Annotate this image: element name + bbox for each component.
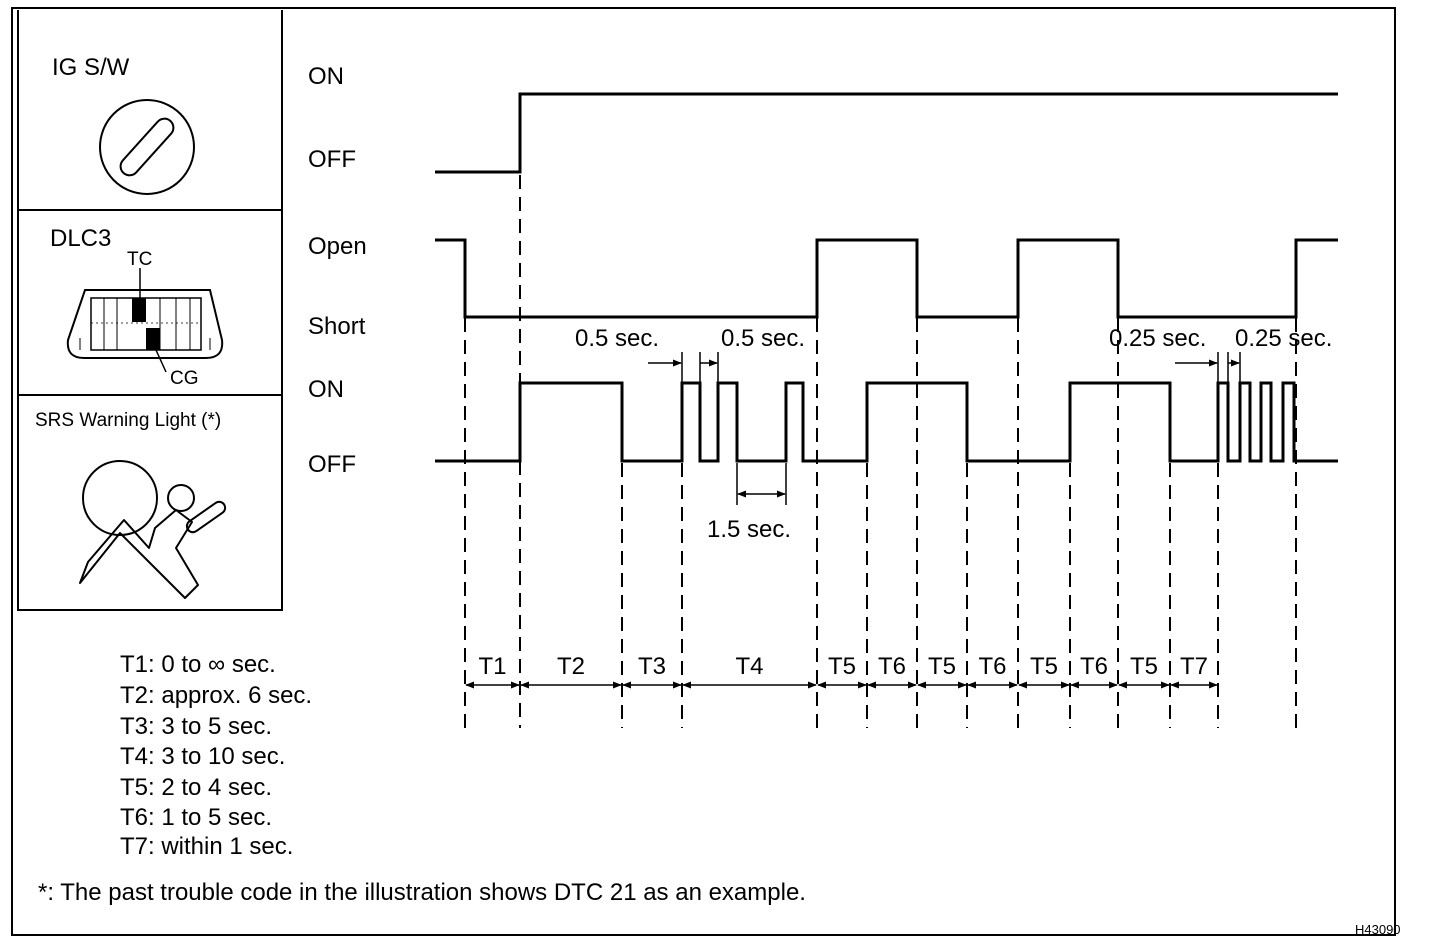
interval-label: T4 [735, 653, 763, 680]
icon-column [17, 10, 283, 611]
one-and-half-second-label: 1.5 sec. [707, 516, 791, 543]
interval-label: T2 [557, 653, 585, 680]
srs-warning-light-panel: SRS Warning Light (*) [35, 410, 227, 599]
ig-switch-panel: IG S/W [52, 54, 195, 195]
pulse-annotations: 0.5 sec. 0.5 sec. 1.5 sec. 0.25 sec. 0.2… [575, 325, 1332, 543]
legend-line-t5: T5: 2 to 4 sec. [120, 774, 272, 801]
ig-on-label: ON [308, 63, 344, 90]
outer-frame [11, 7, 1396, 936]
figure-id: H43090 [1355, 922, 1401, 937]
ig-switch-waveform [435, 92, 1338, 174]
interval-label: T7 [1180, 653, 1208, 680]
srs-on-label: ON [308, 376, 344, 403]
interval-label: T3 [638, 653, 666, 680]
interval-label: T5 [928, 653, 956, 680]
half-second-left-label: 0.5 sec. [575, 325, 659, 352]
dlc3-panel: DLC3 TC CG [50, 225, 224, 389]
tc-open-label: Open [308, 233, 367, 260]
interval-row: T1 T2 T3 T4 T5 T6 T5 T6 T5 T6 T5 T7 [465, 653, 1218, 689]
interval-legend: T1: 0 to ∞ sec. T2: approx. 6 sec. T3: 3… [120, 651, 312, 860]
legend-line-t7: T7: within 1 sec. [120, 833, 293, 860]
timing-guides [464, 175, 1297, 728]
interval-label: T6 [978, 653, 1006, 680]
legend-line-t2: T2: approx. 6 sec. [120, 682, 312, 709]
ig-switch-title: IG S/W [52, 54, 130, 81]
tc-terminal-waveform [435, 238, 1338, 319]
interval-label: T5 [1030, 653, 1058, 680]
srs-light-waveform [435, 381, 1338, 463]
legend-line-t6: T6: 1 to 5 sec. [120, 804, 272, 831]
legend-line-t3: T3: 3 to 5 sec. [120, 713, 272, 740]
tc-terminal-label: TC [127, 249, 152, 270]
dlc3-connector-icon [66, 268, 224, 373]
interval-label: T5 [828, 653, 856, 680]
half-second-right-label: 0.5 sec. [721, 325, 805, 352]
quarter-second-left-label: 0.25 sec. [1109, 325, 1206, 352]
ignition-key-icon [99, 99, 195, 195]
cg-terminal-label: CG [170, 368, 199, 389]
tc-short-label: Short [308, 313, 366, 340]
interval-label: T1 [478, 653, 506, 680]
quarter-second-right-label: 0.25 sec. [1235, 325, 1332, 352]
dlc3-title: DLC3 [50, 225, 111, 252]
srs-off-label: OFF [308, 451, 356, 478]
interval-label: T6 [878, 653, 906, 680]
legend-line-t1: T1: 0 to ∞ sec. [120, 651, 276, 678]
interval-label: T6 [1080, 653, 1108, 680]
ig-off-label: OFF [308, 146, 356, 173]
srs-warning-light-title: SRS Warning Light (*) [35, 410, 221, 431]
footnote: *: The past trouble code in the illustra… [38, 879, 806, 906]
legend-line-t4: T4: 3 to 10 sec. [120, 743, 285, 770]
interval-label: T5 [1130, 653, 1158, 680]
airbag-warning-icon [79, 460, 227, 599]
